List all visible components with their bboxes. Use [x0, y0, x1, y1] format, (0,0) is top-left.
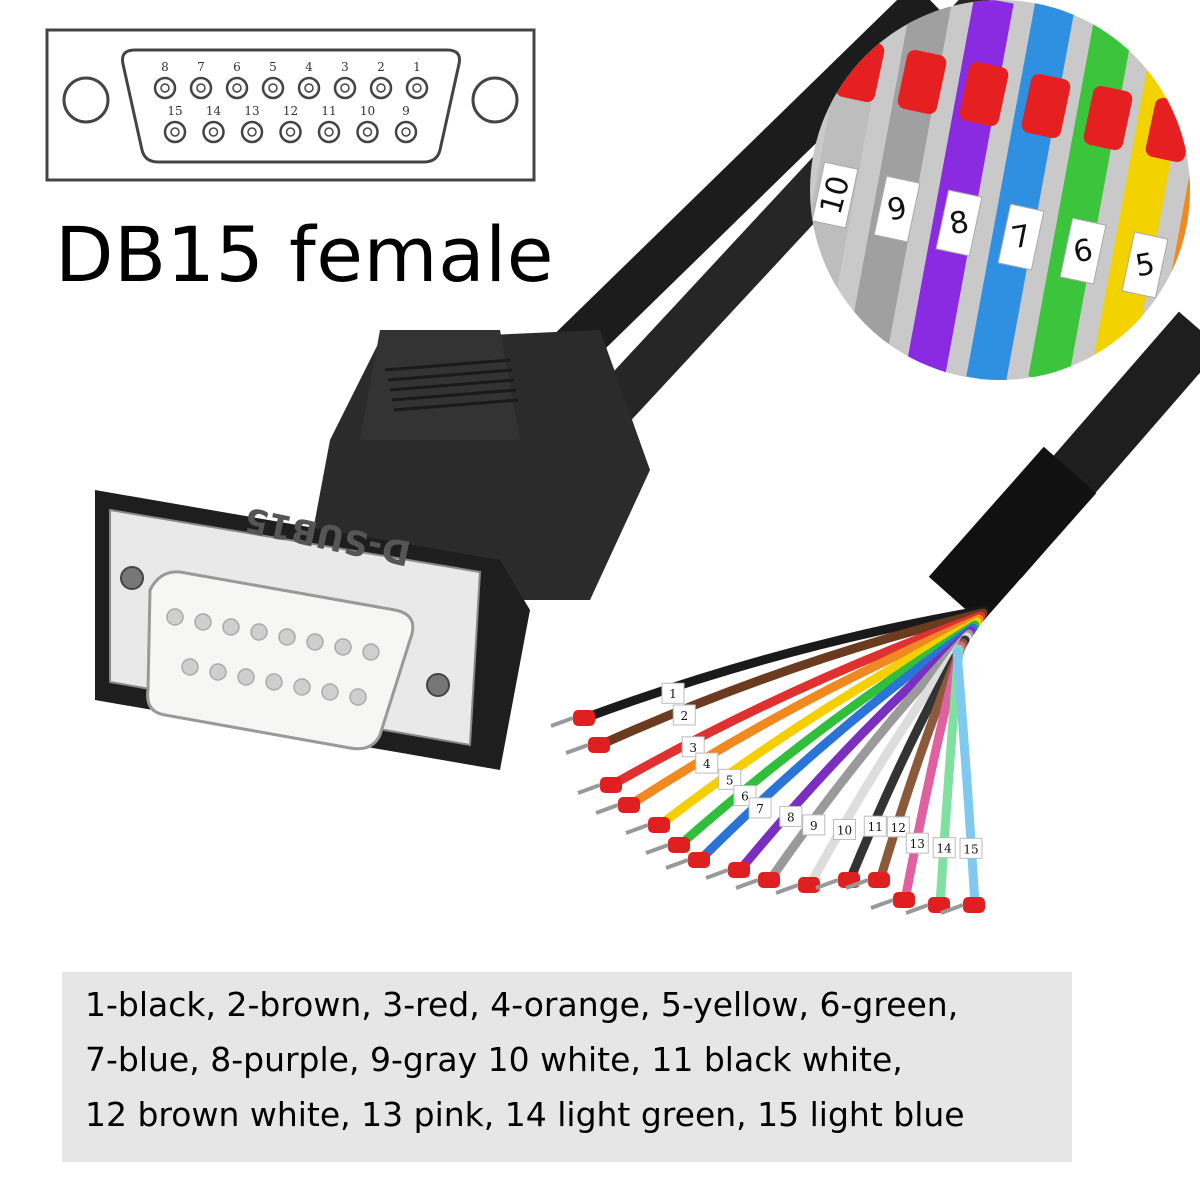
ferrule	[893, 892, 915, 908]
ferrule	[728, 862, 750, 878]
zoom-wire	[1028, 0, 1138, 380]
zoom-ferrule	[1083, 85, 1133, 151]
ferrule	[963, 897, 985, 913]
wire-tag: 2	[680, 709, 688, 723]
wire-tag: 5	[726, 773, 734, 787]
wire-tag: 8	[787, 810, 795, 824]
ferrule	[600, 777, 622, 793]
wire-tag: 1	[669, 687, 677, 701]
mount-hole-left	[62, 76, 110, 124]
product-title: DB15 female	[55, 210, 555, 299]
socket-holes	[166, 608, 380, 706]
wire-tag: 13	[910, 837, 925, 851]
wire-tag: 15	[963, 842, 978, 856]
pin-label: 3	[341, 60, 349, 74]
pin-label: 7	[197, 60, 205, 74]
pin-label: 6	[233, 60, 241, 74]
db15-connector: D-SUB15	[95, 330, 650, 770]
ferrule	[688, 852, 710, 868]
wire-3	[607, 611, 986, 790]
pins-top-row: 8 7 6 5 4 3 2 1	[153, 60, 429, 100]
ferrule	[668, 837, 690, 853]
pinout-diagram: 8 7 6 5 4 3 2 1 15 14 13 12 11 10 9	[45, 28, 536, 182]
thumb-screw-right	[426, 673, 450, 697]
ferrule	[798, 877, 820, 893]
zoom-ferrule	[897, 49, 947, 115]
pin-label: 13	[244, 104, 259, 118]
pin-label: 4	[305, 60, 313, 74]
legend-line-3: 12 brown white, 13 pink, 14 light green,…	[85, 1095, 965, 1134]
zoom-ferrule	[959, 61, 1009, 127]
wire-tag: 9	[810, 819, 818, 833]
legend-line-2: 7-blue, 8-purple, 9-gray 10 white, 11 bl…	[85, 1040, 903, 1079]
ferrule	[928, 897, 950, 913]
wire-tag: 6	[741, 790, 749, 804]
ferrule	[588, 737, 610, 753]
pin-label: 2	[377, 60, 385, 74]
legend-line-1: 1-black, 2-brown, 3-red, 4-orange, 5-yel…	[85, 985, 959, 1024]
pin-label: 8	[161, 60, 169, 74]
zoom-tag: 4	[1195, 261, 1200, 299]
pin-label: 11	[321, 104, 336, 118]
zoom-ferrule	[1021, 73, 1071, 139]
color-legend-panel	[62, 972, 1072, 1162]
wire-7	[695, 623, 978, 865]
wire-tag: 3	[689, 741, 697, 755]
pin-label: 12	[283, 104, 298, 118]
wire-tag: 10	[837, 823, 852, 837]
pin-label: 9	[402, 104, 410, 118]
wire-tag: 11	[868, 820, 883, 834]
thumb-screw-left	[120, 566, 144, 590]
wire-tag: 12	[891, 821, 906, 835]
zoom-wire	[966, 0, 1076, 380]
ferrule	[648, 817, 670, 833]
ferrule	[618, 797, 640, 813]
pin-label: 5	[269, 60, 277, 74]
ferrule	[868, 872, 890, 888]
wire-tag: 7	[756, 802, 764, 816]
pin-label: 14	[206, 104, 222, 118]
mount-hole-right	[471, 76, 519, 124]
wire-5	[655, 617, 982, 830]
wire-9	[765, 629, 974, 885]
female-socket	[146, 570, 415, 751]
wire-tag: 4	[703, 757, 711, 771]
ferrule	[758, 872, 780, 888]
cable-sleeve	[928, 446, 1097, 624]
wire-4	[625, 614, 984, 810]
wire-2	[595, 608, 988, 750]
pin-label: 1	[413, 60, 421, 74]
pin-label: 10	[360, 104, 375, 118]
pins-bottom-row: 15 14 13 12 11 10 9	[163, 104, 418, 144]
wire-tag: 14	[937, 842, 953, 856]
wire-15	[952, 647, 980, 910]
ferrule	[573, 710, 595, 726]
wire-1	[580, 605, 990, 723]
pin-label: 15	[167, 104, 182, 118]
